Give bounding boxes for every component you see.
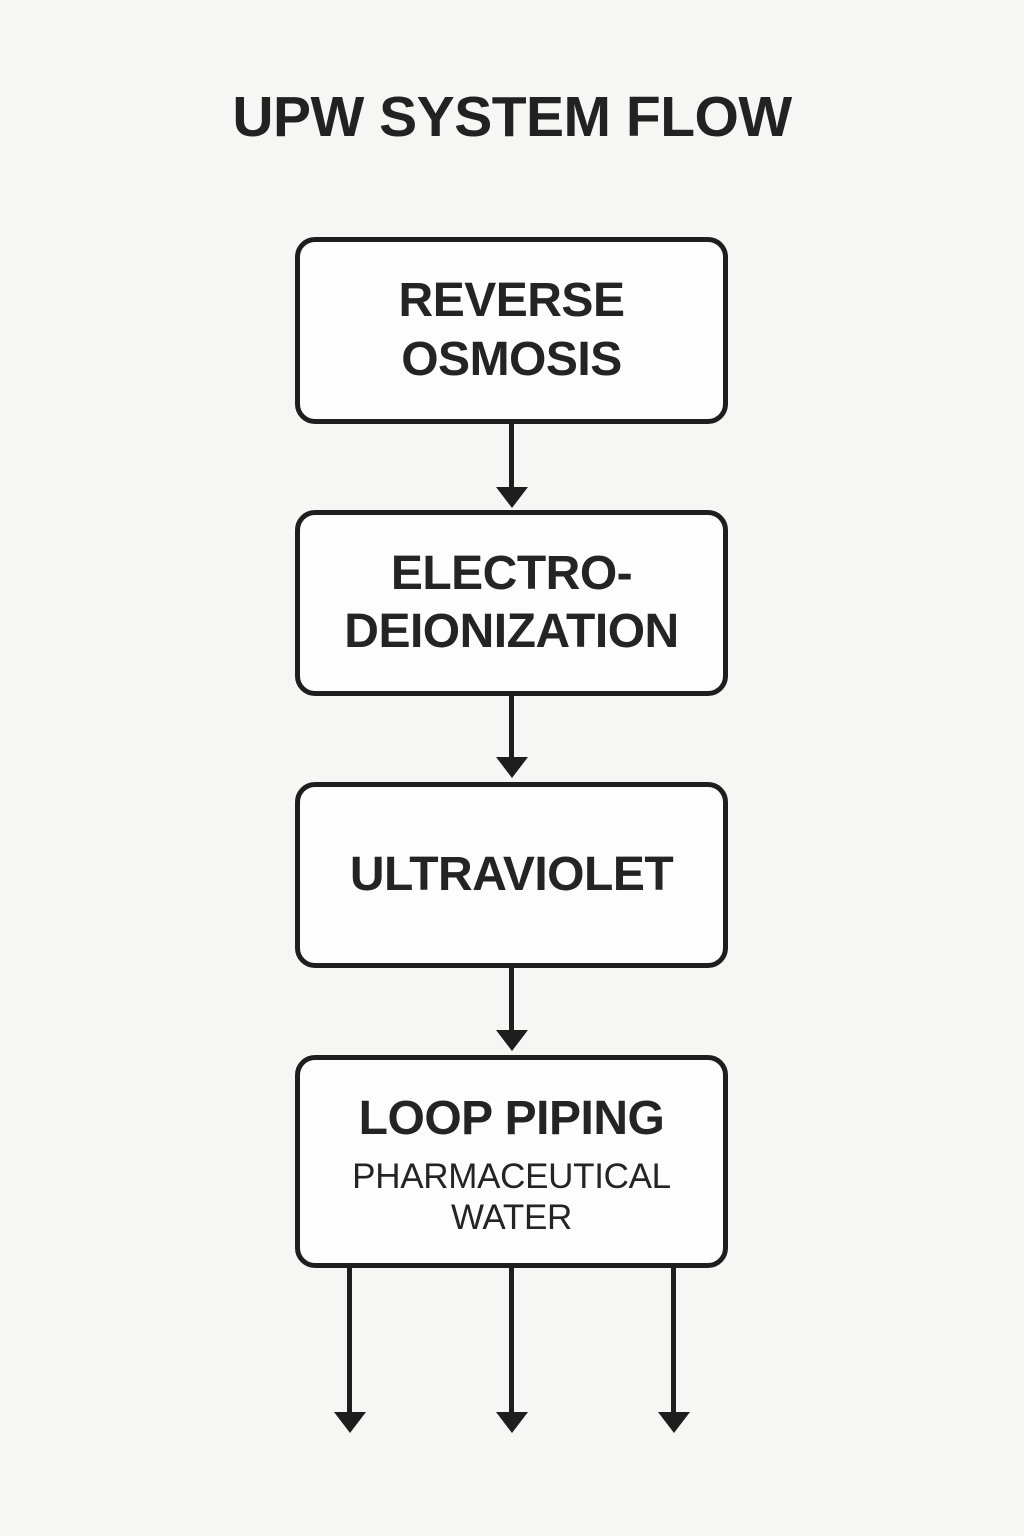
arrow-line <box>347 1264 352 1414</box>
node-label-line: OSMOSIS <box>401 332 622 386</box>
node-label-line: DEIONIZATION <box>344 605 679 658</box>
node-ultraviolet: ULTRAVIOLET <box>295 782 728 968</box>
arrow-down-icon <box>496 487 528 508</box>
arrow-down-icon <box>496 757 528 778</box>
arrow-line <box>509 693 514 759</box>
arrow-line <box>509 1264 514 1414</box>
arrow-line <box>509 966 514 1032</box>
node-label-line: ULTRAVIOLET <box>349 847 674 901</box>
node-sublabel-group: PHARMACEUTICAL WATER <box>352 1157 671 1239</box>
node-label-line: ELECTRO- <box>390 546 633 600</box>
node-sublabel-line: PHARMACEUTICAL <box>352 1157 671 1197</box>
node-electro-deionization: ELECTRO- DEIONIZATION <box>295 510 728 696</box>
node-reverse-osmosis: REVERSE OSMOSIS <box>295 237 728 424</box>
node-label-line: REVERSE <box>398 274 625 328</box>
node-label-line: LOOP PIPING <box>358 1092 665 1146</box>
arrow-line <box>509 421 514 489</box>
arrow-down-icon <box>658 1412 690 1433</box>
arrow-down-icon <box>496 1030 528 1051</box>
node-loop-piping: LOOP PIPING PHARMACEUTICAL WATER <box>295 1055 728 1268</box>
diagram-title: UPW SYSTEM FLOW <box>232 85 792 149</box>
arrow-down-icon <box>334 1412 366 1433</box>
arrow-line <box>671 1264 676 1414</box>
node-sublabel-line: WATER <box>451 1198 572 1238</box>
arrow-down-icon <box>496 1412 528 1433</box>
